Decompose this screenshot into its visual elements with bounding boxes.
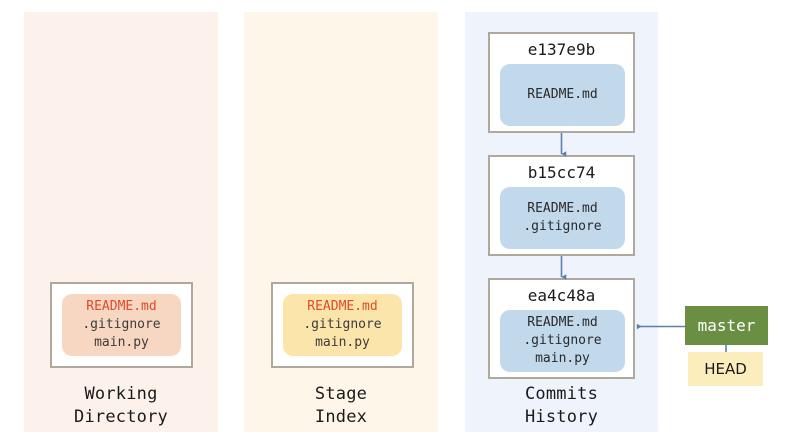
file-entry: README.md [527,315,598,330]
file-entry: .gitignore [523,219,602,234]
file-entry: README.md [307,299,378,314]
file-entry: .gitignore [303,317,382,332]
commit-file-list: README.md [500,64,625,126]
caption-line-2: Index [314,407,368,427]
head-ref-label: HEAD [704,360,747,378]
file-entry: README.md [527,87,598,102]
file-entry: README.md [527,201,598,216]
head-ref[interactable]: HEAD [688,352,763,386]
caption-line-1: Commits [524,384,599,404]
working-directory-file-list: README.md .gitignore main.py [62,294,181,356]
file-entry: main.py [315,335,370,350]
branch-ref-master[interactable]: master [685,306,768,345]
caption-line-1: Working [84,384,158,404]
stage-index-file-list: README.md .gitignore main.py [283,294,402,356]
commit-file-list: README.md .gitignore main.py [500,310,625,372]
caption-line-1: Stage [314,384,368,404]
commit-hash: b15cc74 [527,163,596,182]
commit-hash: ea4c48a [527,286,596,305]
file-entry: .gitignore [523,333,602,348]
commit-node[interactable]: b15cc74 README.md .gitignore [488,155,635,256]
caption-line-2: Directory [74,407,168,427]
branch-ref-label: master [697,316,756,335]
commit-node[interactable]: e137e9b README.md [488,32,635,133]
file-entry: README.md [86,299,157,314]
commit-hash: e137e9b [527,40,596,59]
commit-file-list: README.md .gitignore [500,187,625,249]
commit-node[interactable]: ea4c48a README.md .gitignore main.py [488,278,635,379]
file-entry: .gitignore [82,317,161,332]
file-entry: main.py [94,335,149,350]
caption-line-2: History [524,407,599,427]
file-entry: main.py [535,351,590,366]
